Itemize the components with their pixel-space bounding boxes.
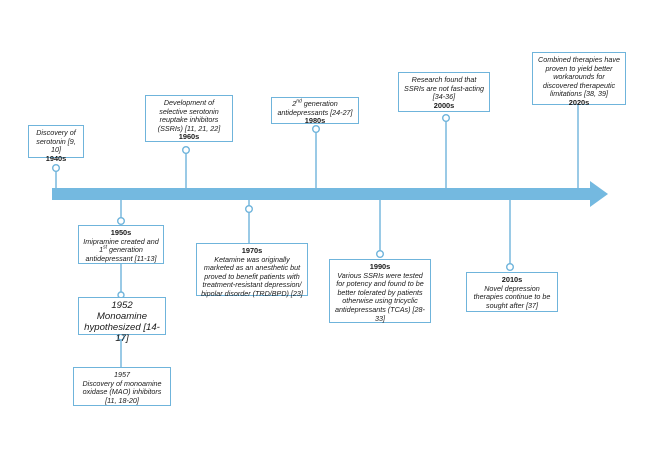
event-decade-1940s: 1940s [45,153,67,163]
event-text-2020s: Combined therapies have proven to yield … [538,55,620,99]
node-1950s [116,216,125,225]
event-text-1980s-post: generation antidepressants [24-27] [277,99,353,117]
event-box-1952: 1952 Monoamine hypothesized [14-17] [78,297,166,344]
event-text-2010s: Novel depression therapies continue to b… [473,283,551,310]
node-1990s [376,249,385,258]
event-text-1980s: 2nd generation antidepressants [24-27] [275,98,355,117]
node-1970s [244,204,253,213]
event-box-1970s: 1970s Ketamine was originally marketed a… [196,243,308,298]
event-text-1980s-pre: 2 [292,99,297,108]
event-decade-2020s: 2020s [568,97,590,107]
event-text-1990s: Various SSRIs were tested for potency an… [335,270,425,323]
event-text-1980s-sup: nd [296,98,302,105]
event-box-1950s: 1950s Imipramine created and 1st generat… [78,225,164,264]
event-text-1950s-pre: Imipramine created and 1 [83,236,159,255]
node-1960s [181,145,190,154]
event-box-2010s: 2010s Novel depression therapies continu… [466,272,558,312]
event-text-1950s-sup: st [103,244,107,251]
node-1940s [52,163,61,172]
event-text-2000s: Research found that SSRIs are not fast-a… [404,75,484,102]
event-decade-1950s: 1950s [110,228,132,237]
timeline-arrow-shaft [52,188,595,200]
node-1980s [312,124,321,133]
event-text-1952: Monoamine hypothesized [14-17] [84,311,160,344]
event-text-1970s: Ketamine was originally marketed as an a… [201,254,303,298]
event-box-2000s: Research found that SSRIs are not fast-a… [398,72,490,112]
event-decade-2010s: 2010s [501,275,523,284]
event-text-1957: Discovery of monoamine oxidase (MAO) inh… [82,378,162,405]
event-box-1990s: 1990s Various SSRIs were tested for pote… [329,259,431,323]
event-year-1952: 1952 [111,300,133,311]
timeline-arrow-head [590,181,608,207]
event-box-1940s: Discovery of serotonin [9, 10] 1940s [28,125,84,162]
event-decade-1960s: 1960s [178,132,200,142]
event-text-1950s: Imipramine created and 1st generation an… [83,236,159,264]
event-decade-1970s: 1970s [241,246,263,255]
event-text-1940s: Discovery of serotonin [9, 10] [36,128,76,155]
event-decade-1980s: 1980s [304,116,326,126]
event-box-1957: 1957 Discovery of monoamine oxidase (MAO… [73,367,171,406]
event-text-1960s: Development of selective serotonin reupt… [157,98,221,133]
event-box-1960s: Development of selective serotonin reupt… [145,95,233,142]
node-2000s [442,113,451,122]
event-text-1950s-post: generation antidepressant [11-13] [85,245,157,263]
event-year-1957: 1957 [114,370,130,379]
event-box-2020s: Combined therapies have proven to yield … [532,52,626,107]
event-box-1980s: 2nd generation antidepressants [24-27] 1… [271,97,359,126]
event-decade-1990s: 1990s [369,262,391,271]
node-2010s [506,263,515,272]
event-decade-2000s: 2000s [433,100,455,110]
